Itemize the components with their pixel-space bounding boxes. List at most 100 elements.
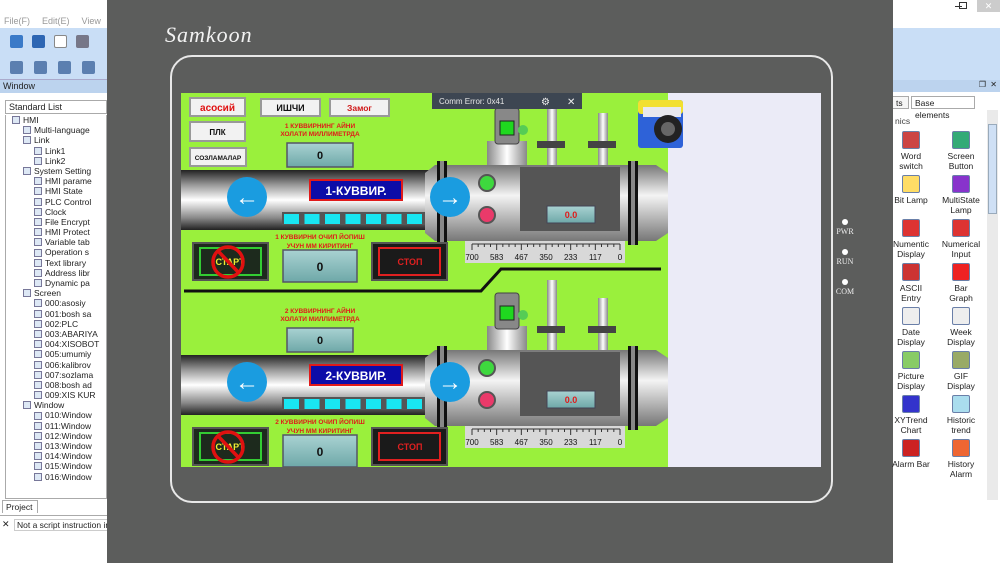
tree-item[interactable]: HMI Protect	[6, 227, 106, 237]
right-arrow-button[interactable]	[430, 362, 470, 402]
new-file-icon[interactable]	[54, 35, 67, 48]
setpoint-input[interactable]: 0	[282, 434, 358, 468]
close-icon[interactable]: ✕	[990, 80, 997, 89]
open-icon[interactable]	[32, 35, 45, 48]
tree-item[interactable]: HMI	[6, 115, 106, 125]
tree-item[interactable]: Link	[6, 135, 106, 145]
tree-item[interactable]: 002:PLC	[6, 319, 106, 329]
left-arrow-button[interactable]	[227, 362, 267, 402]
close-icon[interactable]: ✕	[2, 519, 10, 529]
tree-item[interactable]: 003:ABARIYA	[6, 329, 106, 339]
tree-item[interactable]: 000:asosiy	[6, 298, 106, 308]
start-button[interactable]: СТАРТ	[192, 427, 269, 466]
tree-item[interactable]: 004:XISOBOT	[6, 339, 106, 349]
align-left-icon[interactable]	[58, 61, 71, 74]
camera-icon[interactable]	[638, 100, 683, 148]
tree-item[interactable]: Variable tab	[6, 237, 106, 247]
tree-item[interactable]: 014:Window	[6, 451, 106, 461]
tree-item[interactable]: Dynamic pa	[6, 278, 106, 288]
tree-item[interactable]: 005:umumiy	[6, 349, 106, 359]
tree-item[interactable]: Operation s	[6, 247, 106, 257]
tree-item[interactable]: 013:Window	[6, 441, 106, 451]
tree-item[interactable]: Window	[6, 400, 106, 410]
home-button[interactable]: асосий	[189, 97, 246, 117]
gear-icon[interactable]: ⚙	[541, 97, 550, 108]
align-bottom-icon[interactable]	[34, 61, 47, 74]
tree-item[interactable]: PLC Control	[6, 197, 106, 207]
tree-item[interactable]: System Setting	[6, 166, 106, 176]
float-icon[interactable]: ❐	[978, 80, 986, 89]
gate-button[interactable]: Замог	[329, 98, 390, 117]
tree-item[interactable]: File Encrypt	[6, 217, 106, 227]
tree-item[interactable]: 015:Window	[6, 461, 106, 471]
tree-item[interactable]: 007:sozlama	[6, 370, 106, 380]
close-window-button[interactable]: ✕	[977, 0, 1000, 12]
tree-item[interactable]: 006:kalibrov	[6, 360, 106, 370]
new-project-icon[interactable]	[10, 35, 23, 48]
palette-item-label: Date	[902, 327, 920, 337]
palette-item-label: Picture	[897, 371, 925, 381]
right-arrow-button[interactable]	[430, 177, 470, 217]
tree-item[interactable]: 016:Window	[6, 472, 106, 482]
tree-item[interactable]: 010:Window	[6, 410, 106, 420]
palette-item-label: XYTrend	[894, 415, 928, 425]
stop-button[interactable]: СТОП	[371, 242, 448, 281]
list-mode-select[interactable]: Standard List	[5, 100, 107, 114]
restore-icon[interactable]	[959, 2, 967, 9]
tab-base-elements[interactable]: Base elements	[911, 96, 975, 120]
menu-view[interactable]: View	[81, 16, 101, 26]
tree-item[interactable]: 012:Window	[6, 431, 106, 441]
palette-item[interactable]: Alarm Bar	[886, 439, 936, 469]
palette-item-label: trend	[951, 425, 971, 435]
tree-item[interactable]: Address libr	[6, 268, 106, 278]
close-icon[interactable]: ✕	[567, 97, 575, 108]
scale-tick-label: 700	[465, 253, 479, 262]
tab-project[interactable]: Project	[2, 500, 38, 513]
tree-item[interactable]: HMI parame	[6, 176, 106, 186]
tab-elements[interactable]: ts	[893, 96, 909, 109]
cyan-indicators	[282, 212, 425, 225]
settings-button[interactable]: СОЗЛАМАЛАР	[189, 147, 247, 167]
left-arrow-button[interactable]	[227, 177, 267, 217]
tree-item[interactable]: Link1	[6, 146, 106, 156]
start-button[interactable]: СТАРТ	[192, 242, 269, 281]
plc-button[interactable]: ПЛК	[189, 121, 246, 142]
palette-scrollbar[interactable]	[987, 110, 998, 500]
menu-edit[interactable]: Edit(E)	[42, 16, 70, 26]
tree-item[interactable]: 008:bosh ad	[6, 380, 106, 390]
tree-item[interactable]: HMI State	[6, 186, 106, 196]
minimize-icon[interactable]	[955, 6, 962, 7]
tree-item[interactable]: 001:bosh sa	[6, 309, 106, 319]
menu-file[interactable]: File(F)	[4, 16, 30, 26]
tree-item[interactable]: Screen	[6, 288, 106, 298]
tree-item[interactable]: Text library	[6, 258, 106, 268]
align-top-icon[interactable]	[10, 61, 23, 74]
setpoint-input[interactable]: 0	[282, 249, 358, 283]
tree-item[interactable]: Clock	[6, 207, 106, 217]
save-icon[interactable]	[76, 35, 89, 48]
tree-item[interactable]: Link2	[6, 156, 106, 166]
palette-item[interactable]: Bit Lamp	[886, 175, 936, 205]
tree-item[interactable]: 009:XIS KUR	[6, 390, 106, 400]
tree-item[interactable]: 011:Window	[6, 421, 106, 431]
stop-button[interactable]: СТОП	[371, 427, 448, 466]
tree-item[interactable]: Multi-language	[6, 125, 106, 135]
align-right-icon[interactable]	[82, 61, 95, 74]
worker-button[interactable]: ИШЧИ	[260, 98, 321, 117]
